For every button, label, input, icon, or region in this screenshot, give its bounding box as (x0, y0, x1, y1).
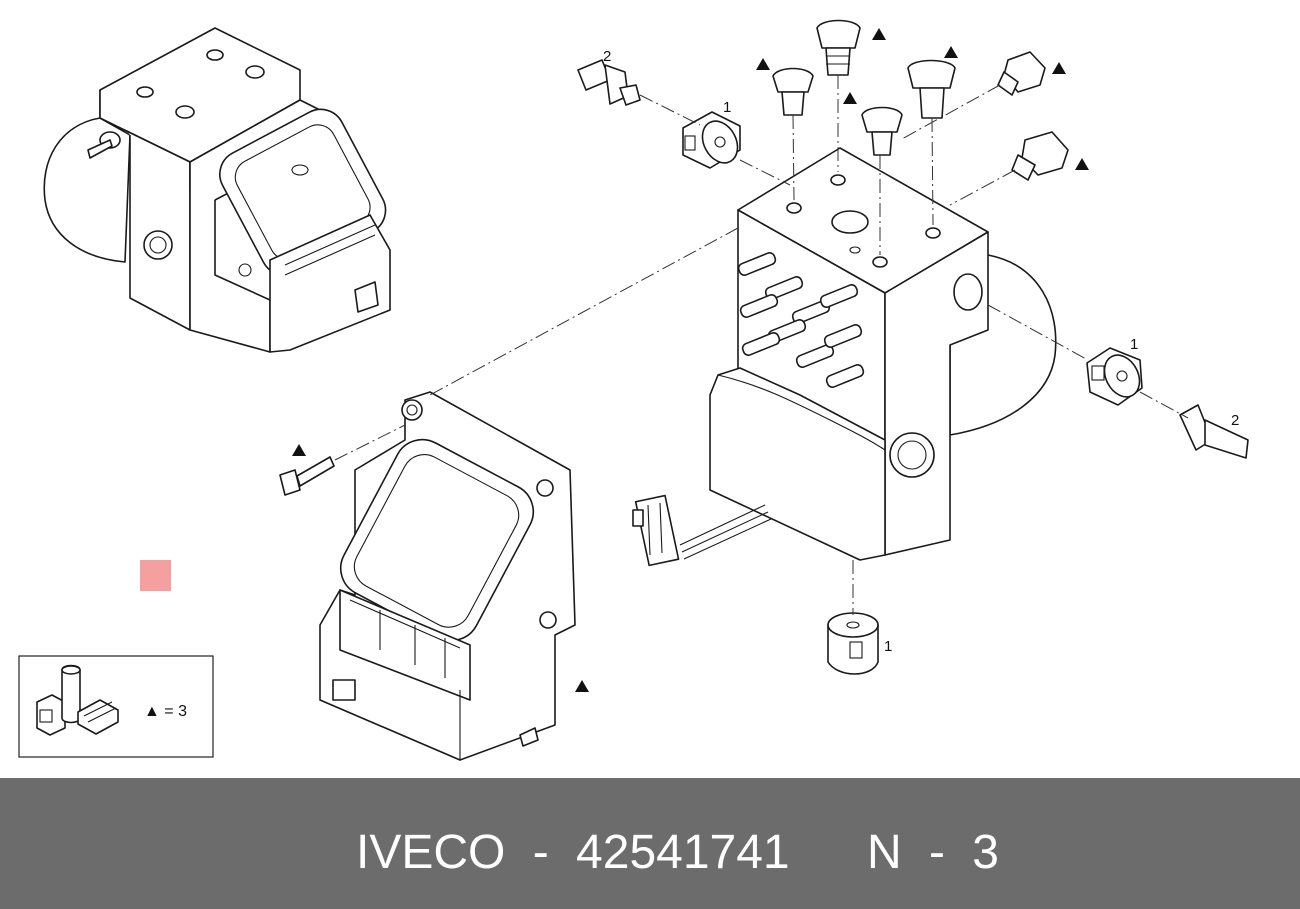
footer-part-number: 42541741 (576, 826, 790, 879)
footer-brand: IVECO (356, 826, 505, 879)
valve-pin-array (737, 252, 865, 388)
hydraulic-valve-block (632, 147, 1057, 567)
ref-label-coil-bottom: 1 (884, 638, 892, 655)
diagram-svg: 1 1 1 2 2 ▲ = 3 (18, 19, 1249, 761)
bolt-lower-right (1179, 404, 1249, 459)
valve-plug-4 (861, 106, 903, 156)
screw-plug-1 (997, 51, 1046, 96)
legend-box: ▲ = 3 (18, 655, 214, 758)
footer-caption-text: IVECO - 42541741 N - 3 (356, 826, 999, 879)
valve-plug-2 (772, 67, 814, 116)
solenoid-coil-bottom (827, 612, 879, 675)
exploded-parts-diagram: 1 1 1 2 2 ▲ = 3 (18, 19, 1249, 761)
highlight-marker-square (140, 560, 171, 591)
valve-plug-3 (907, 59, 956, 119)
ref-label-bolt-lower: 2 (1231, 412, 1239, 429)
legend-equation: ▲ = 3 (144, 703, 187, 720)
footer-position-separator: - (929, 826, 945, 879)
solenoid-coil-upper (682, 111, 741, 169)
ref-label-coil-right: 1 (1130, 336, 1138, 353)
legend-kit-icon (36, 664, 119, 736)
footer-position-prefix: N (867, 826, 902, 879)
control-module-ecu (319, 391, 576, 761)
valve-plug-1 (816, 19, 861, 76)
footer-position-value: 3 (972, 826, 999, 879)
solenoid-coil-right (1086, 347, 1143, 406)
wiring-harness-connector (632, 494, 772, 567)
footer-bar: IVECO - 42541741 N - 3 (0, 778, 1300, 909)
footer-caption: IVECO - 42541741 N - 3 (356, 826, 999, 879)
screw-plug-2 (1011, 131, 1069, 181)
ref-label-coil-upper: 1 (723, 99, 731, 116)
ecu-screw (279, 456, 335, 496)
triangle-markers (292, 28, 1089, 692)
assembled-abs-unit (43, 27, 391, 353)
bolt-upper-left (577, 59, 641, 106)
ref-label-bolt-upper: 2 (603, 48, 611, 65)
assembly-lines (334, 75, 1189, 615)
footer-separator: - (533, 826, 549, 879)
